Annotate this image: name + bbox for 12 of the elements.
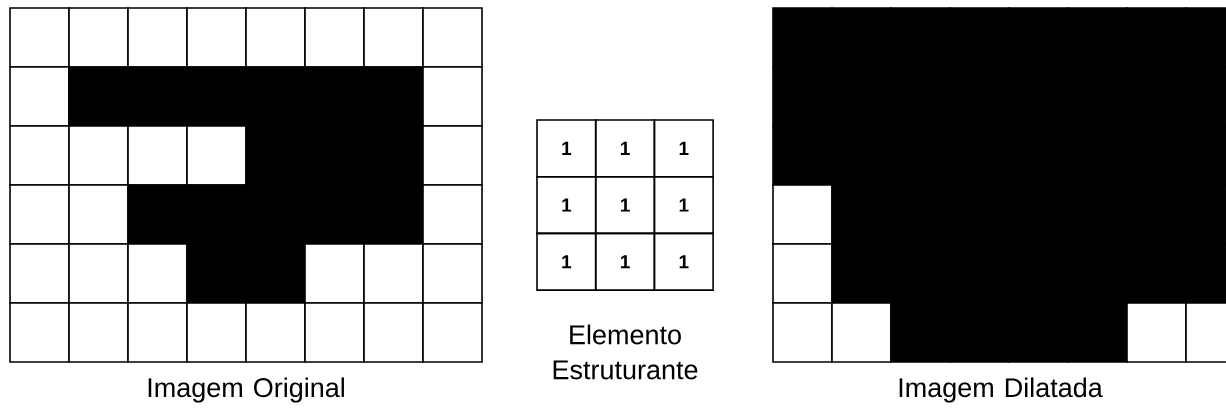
table-cell: 1 — [653, 119, 714, 178]
table-cell: 1 — [594, 232, 656, 291]
table-cell: 1 — [653, 232, 714, 291]
table-cell: 1 — [653, 175, 714, 235]
table-cell: 1 — [594, 175, 656, 235]
table-cell: 1 — [536, 119, 597, 178]
caption: Elemento Estruturante — [553, 324, 698, 380]
table-cell: 1 — [536, 175, 597, 235]
caption: Imagem Dilatada — [899, 377, 1103, 403]
table-cell: 1 — [594, 119, 656, 178]
table-cell: 1 — [536, 232, 597, 291]
caption: Imagem Original — [148, 377, 344, 403]
